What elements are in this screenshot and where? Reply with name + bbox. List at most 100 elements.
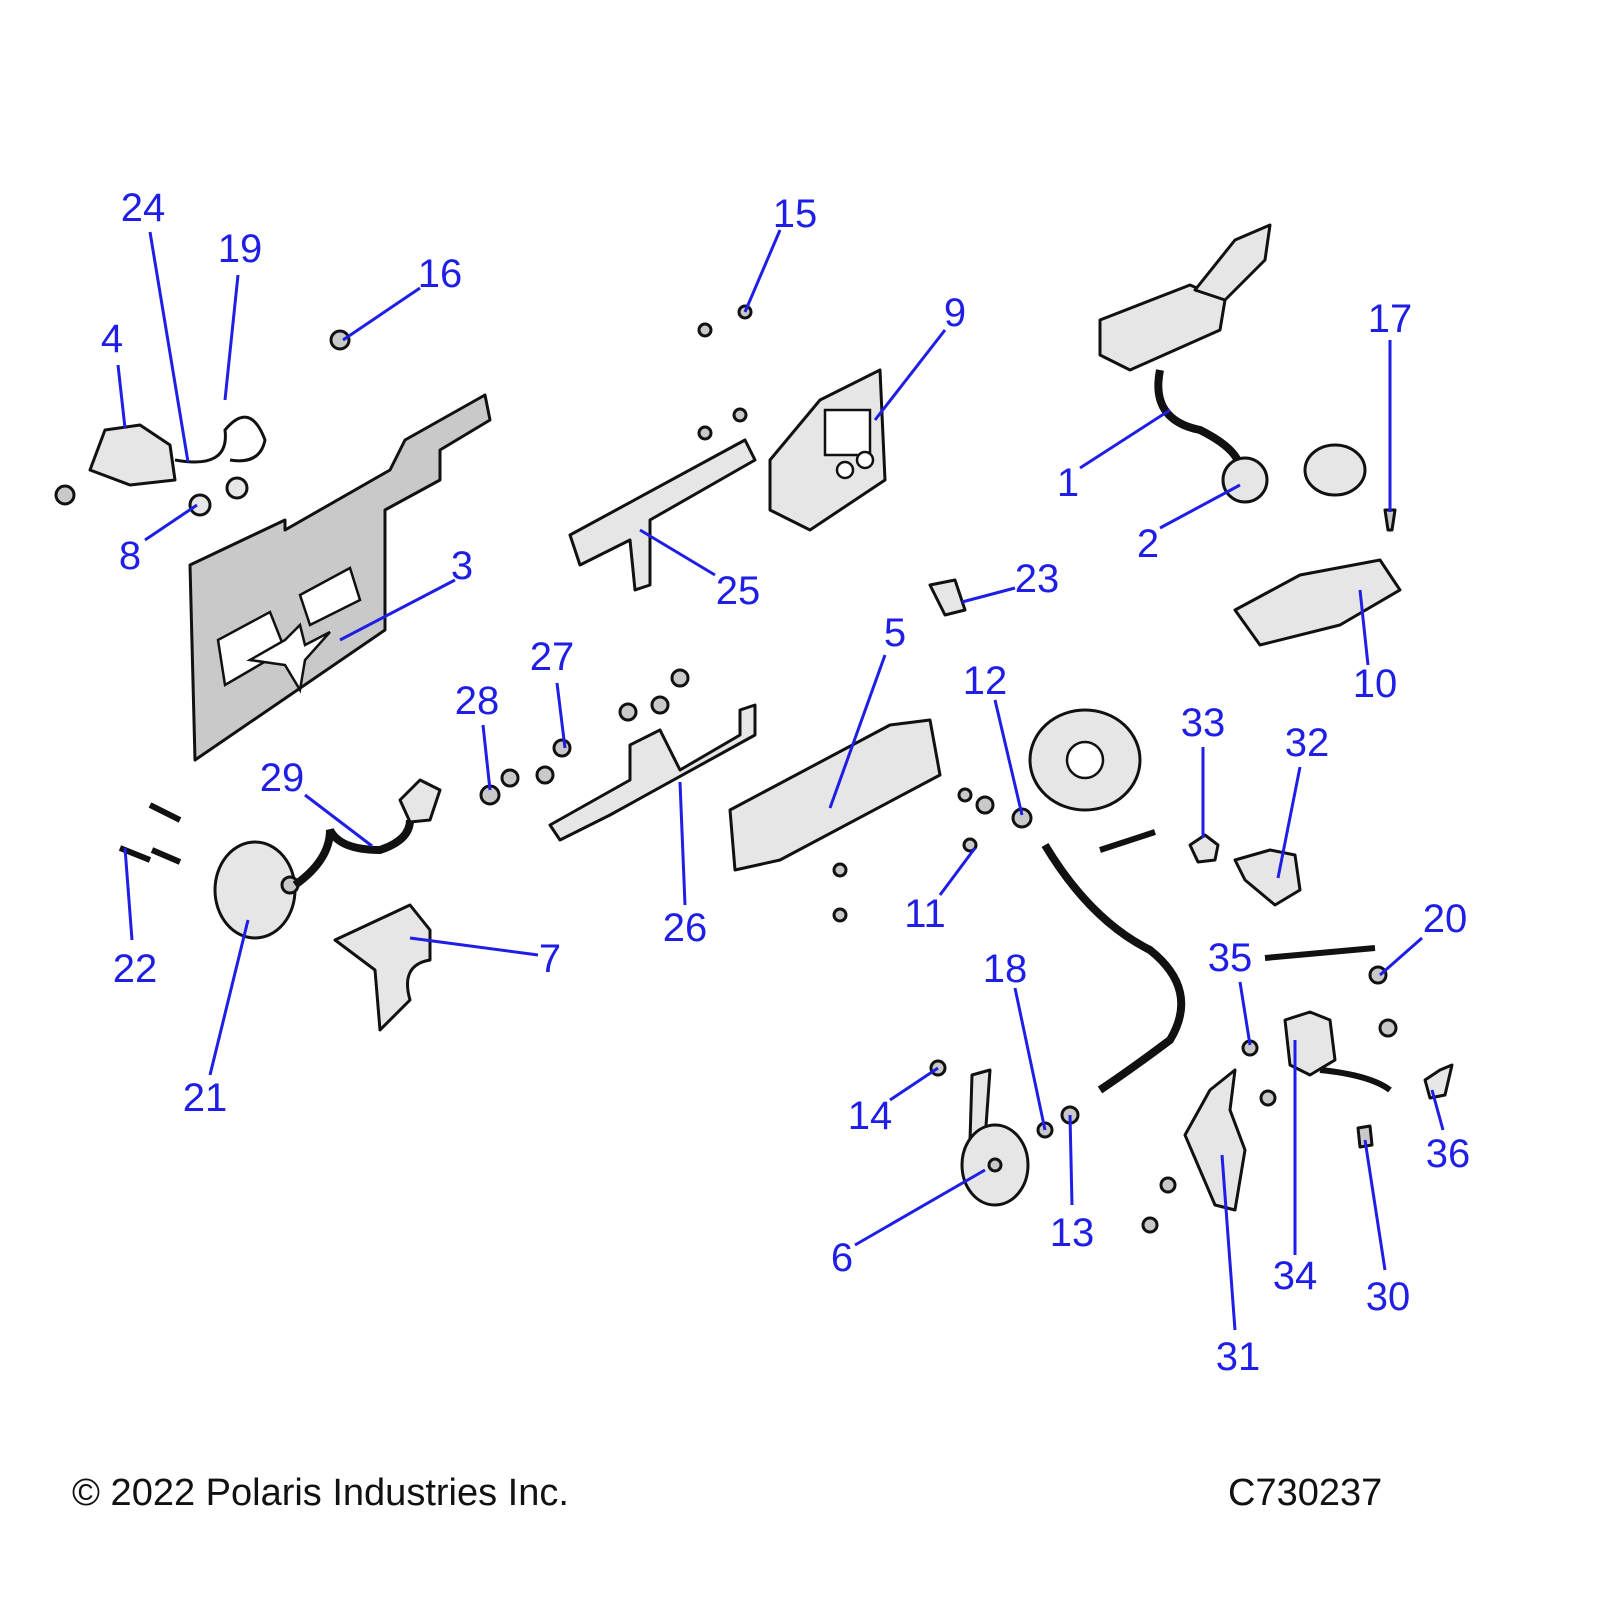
- callout-24: 24: [121, 186, 166, 230]
- leader-line-5: [828, 654, 887, 809]
- callout-4: 4: [101, 317, 123, 361]
- part-8-nut: [188, 493, 212, 517]
- callout-31: 31: [1216, 1335, 1261, 1379]
- leader-line-4: [116, 364, 127, 429]
- leader-line-11: [938, 847, 977, 896]
- part-33-nut: [1188, 833, 1220, 864]
- leader-line-1: [1079, 408, 1171, 470]
- callout-1: 1: [1057, 461, 1079, 505]
- leader-line-13: [1068, 1114, 1074, 1206]
- callout-25: 25: [716, 569, 761, 613]
- part-17-screw: [1383, 508, 1397, 532]
- leader-line-27: [555, 682, 567, 749]
- leader-line-24: [148, 231, 190, 463]
- part-8-nut: [225, 476, 249, 500]
- leader-line-3: [339, 578, 456, 642]
- callout-22: 22: [113, 947, 158, 991]
- harness-connector: [398, 778, 442, 824]
- part-4-switch: [88, 423, 177, 487]
- connector-cap: [1303, 443, 1367, 497]
- leader-line-26: [678, 781, 687, 906]
- ecu-screen: [823, 408, 872, 457]
- part-32-switch: [1233, 848, 1302, 907]
- leader-line-29: [304, 793, 373, 848]
- callout-26: 26: [663, 906, 708, 950]
- callout-30: 30: [1366, 1275, 1411, 1319]
- part-10-connector: [1233, 558, 1402, 647]
- screw: [1159, 1176, 1177, 1194]
- callout-19: 19: [218, 227, 263, 271]
- callout-7: 7: [539, 937, 561, 981]
- callout-8: 8: [119, 534, 141, 578]
- leader-line-25: [639, 528, 716, 577]
- plate-star-logo: [246, 622, 331, 694]
- callout-12: 12: [963, 659, 1008, 703]
- callout-18: 18: [983, 947, 1028, 991]
- callout-17: 17: [1368, 297, 1413, 341]
- horn-center: [987, 1157, 1003, 1173]
- callout-29: 29: [260, 756, 305, 800]
- part-7-bracket: [333, 903, 432, 1032]
- part-26-bracket: [548, 703, 757, 842]
- leader-line-20: [1379, 936, 1423, 977]
- leader-line-18: [1013, 987, 1047, 1131]
- plate-cutout: [298, 566, 362, 627]
- callout-9: 9: [944, 291, 966, 335]
- part-36-clip: [1423, 1063, 1454, 1100]
- part-29-harness: [292, 819, 414, 889]
- parts-group: [54, 223, 1454, 1234]
- leader-line-23: [961, 586, 1016, 604]
- copyright-text: © 2022 Polaris Industries Inc.: [72, 1472, 569, 1514]
- screw: [1141, 1216, 1159, 1234]
- diagram-id: C730237: [1228, 1472, 1383, 1514]
- part-31-bracket: [1183, 1068, 1247, 1212]
- part-16-screw: [329, 329, 351, 351]
- screw: [1259, 1089, 1277, 1107]
- leader-line-12: [993, 699, 1024, 816]
- part-19-harness: [174, 415, 267, 464]
- screw: [54, 484, 76, 506]
- callout-20: 20: [1423, 897, 1468, 941]
- leader-line-8: [144, 503, 198, 542]
- callout-23: 23: [1015, 557, 1060, 601]
- part-15-screws: [697, 304, 753, 441]
- callout-6: 6: [831, 1236, 853, 1280]
- leader-line-35: [1238, 981, 1252, 1046]
- callout-21: 21: [183, 1076, 228, 1120]
- ecu-port: [835, 460, 855, 480]
- leader-line-7: [409, 936, 539, 957]
- callout-28: 28: [455, 679, 500, 723]
- leader-line-31: [1220, 1154, 1237, 1331]
- part-35-rod: [1264, 945, 1376, 961]
- part-22-bolts: [118, 802, 182, 865]
- leader-line-6: [854, 1168, 986, 1247]
- part-25-bracket: [568, 438, 757, 592]
- part-2-connector: [1221, 456, 1269, 504]
- leader-line-15: [743, 229, 782, 313]
- leader-line-36: [1430, 1089, 1445, 1131]
- leader-line-14: [889, 1066, 939, 1102]
- speaker-cone: [1065, 740, 1105, 780]
- callout-16: 16: [418, 252, 463, 296]
- leader-line-10: [1358, 589, 1370, 666]
- leader-line-22: [123, 847, 134, 941]
- callout-32: 32: [1285, 721, 1330, 765]
- part-23-fuse: [928, 578, 967, 617]
- ecu-port: [855, 450, 875, 470]
- callout-group: 1234567891011121314151617181920212223242…: [101, 186, 1470, 1379]
- part-30-clip: [1356, 1124, 1374, 1149]
- part-1-harness: [1154, 369, 1244, 471]
- ground-cable: [1041, 842, 1186, 1094]
- leader-line-19: [223, 274, 240, 401]
- callout-11: 11: [904, 892, 946, 936]
- callout-34: 34: [1273, 1254, 1318, 1298]
- callout-33: 33: [1181, 701, 1226, 745]
- leader-line-2: [1159, 483, 1241, 530]
- callout-10: 10: [1353, 662, 1398, 706]
- leader-line-32: [1276, 766, 1302, 879]
- nut: [1378, 1018, 1398, 1038]
- callout-27: 27: [530, 635, 575, 679]
- callout-5: 5: [884, 611, 906, 655]
- callout-35: 35: [1208, 936, 1253, 980]
